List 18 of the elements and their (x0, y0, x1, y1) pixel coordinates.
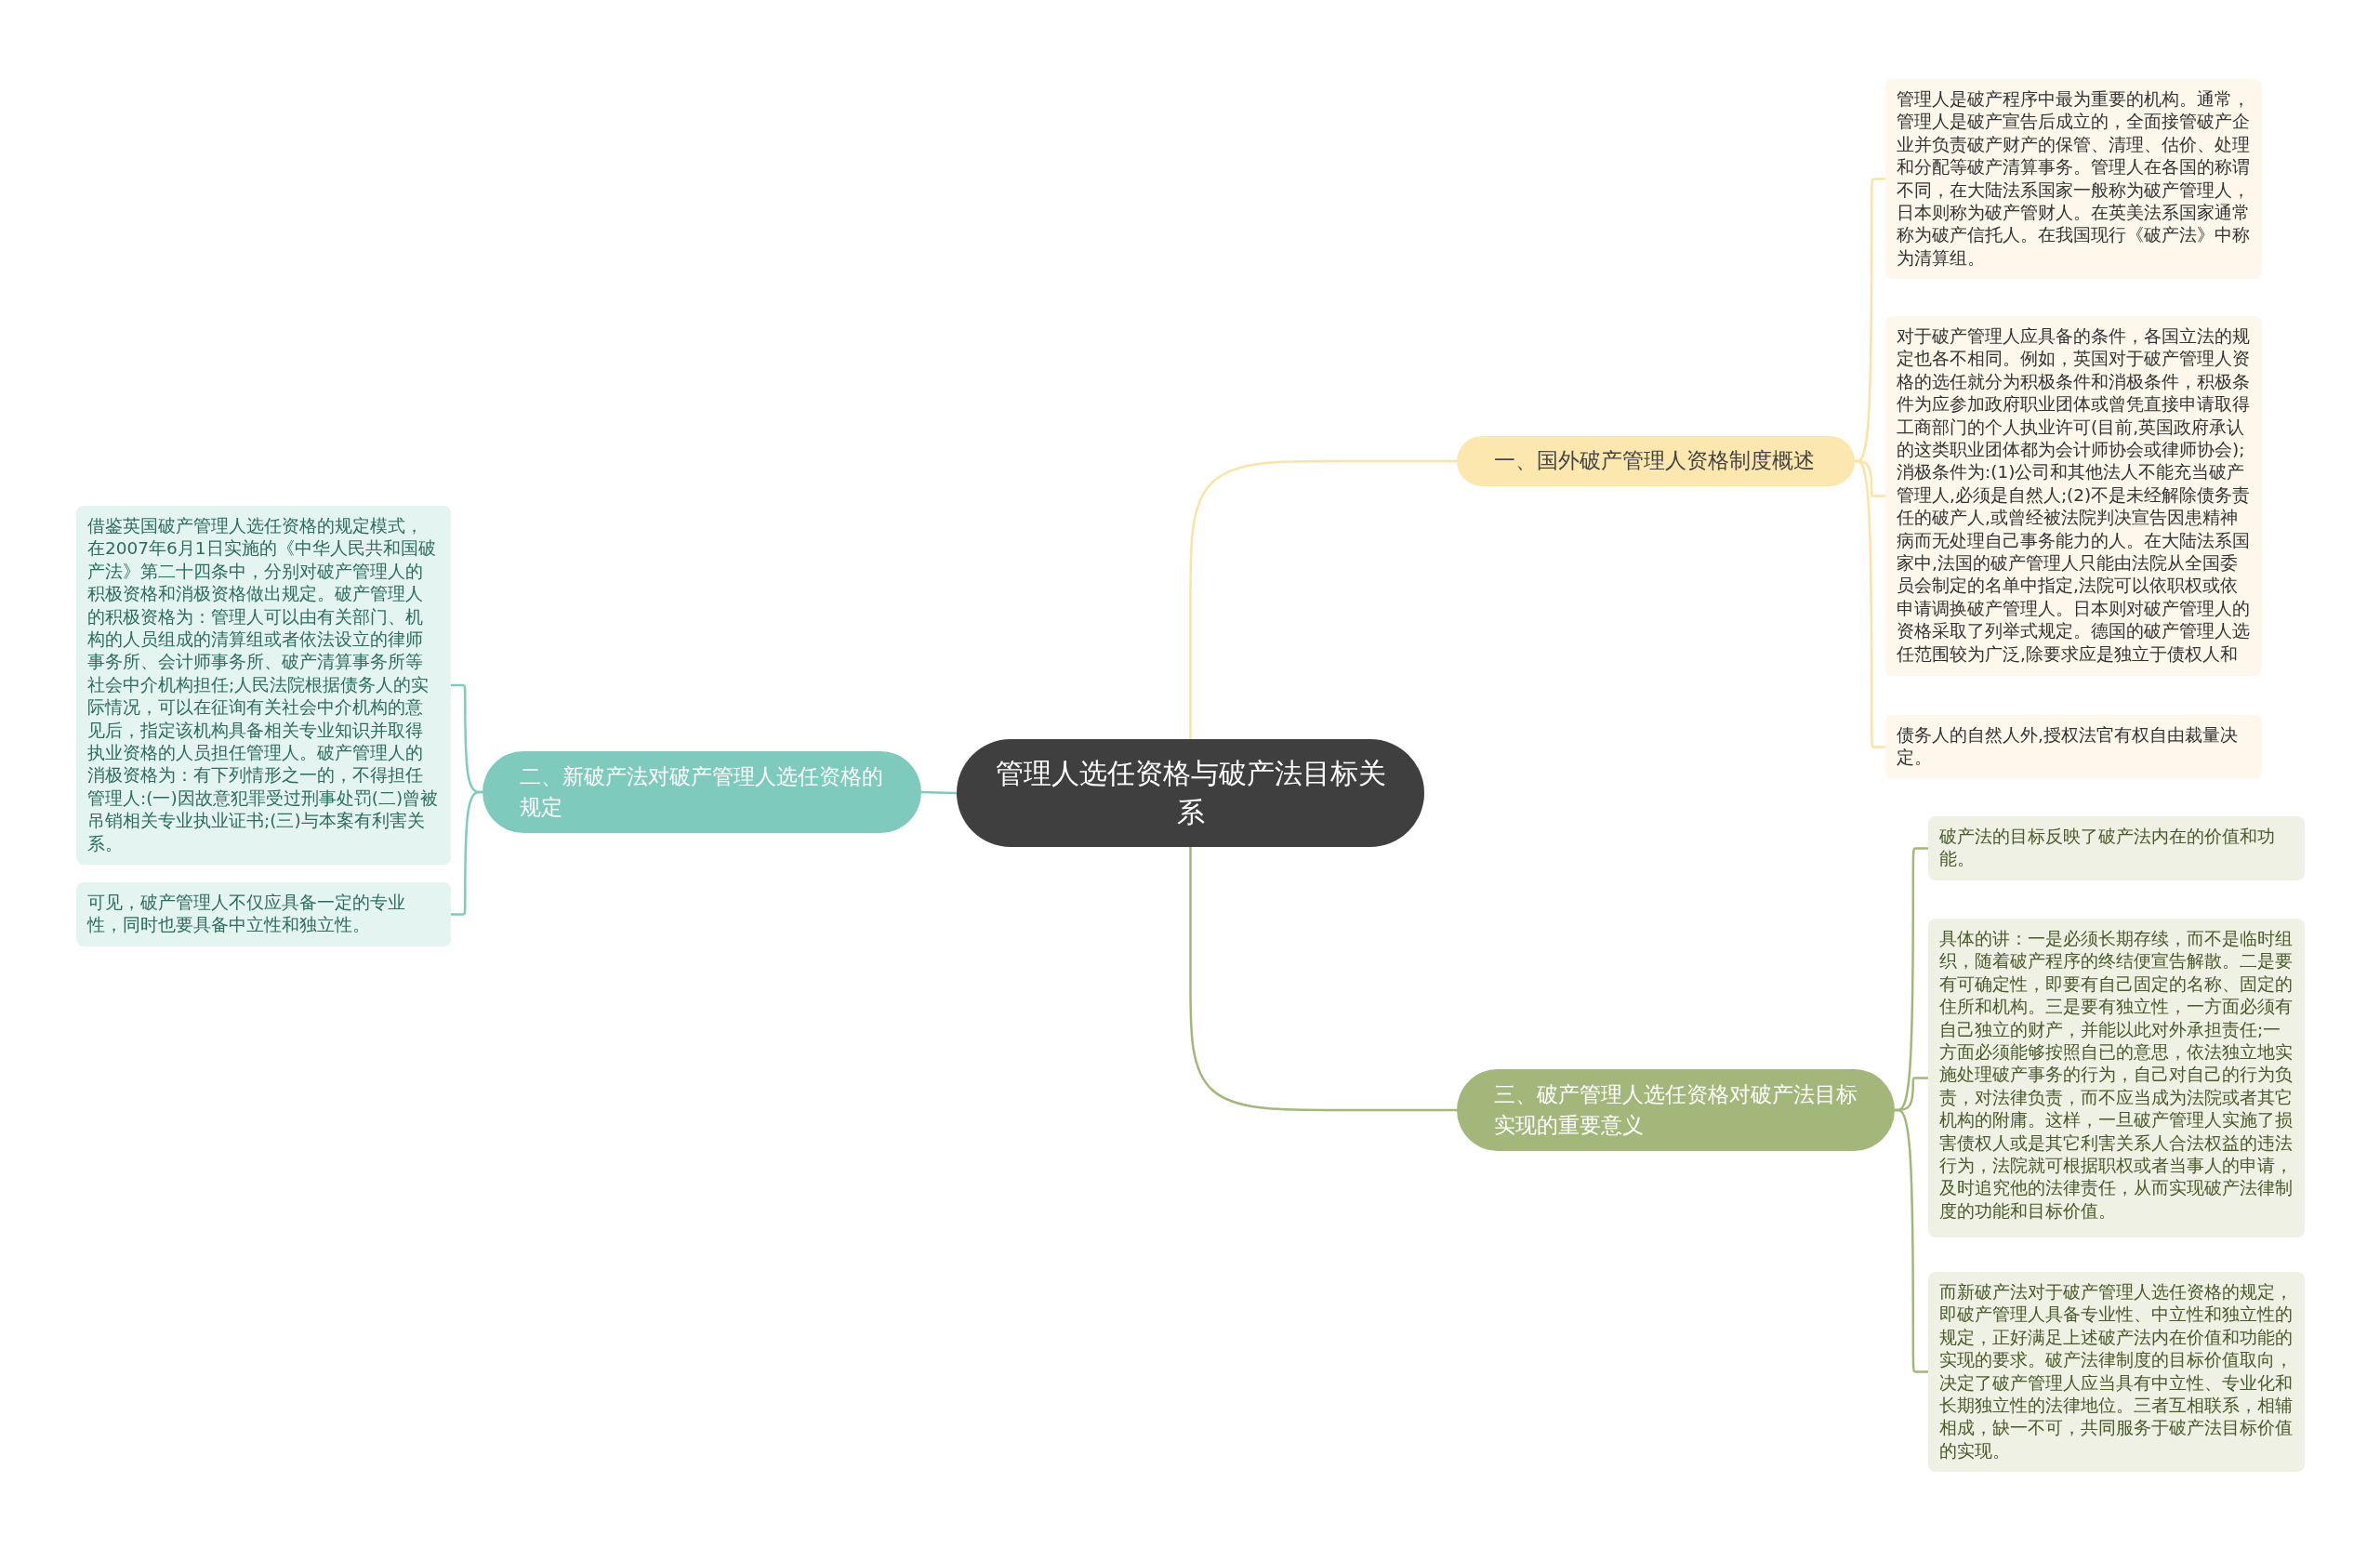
central-topic-node: 管理人选任资格与破产法目标关系 (957, 739, 1424, 847)
detail-text-card: 对于破产管理人应具备的条件，各国立法的规定也各不相同。例如，英国对于破产管理人资格的选任就分为积极条件和消极条件，积极条件为应参加政府职业团体或曾凭直接申请取得工商部门的个人执业许可(目前,英国政府承认的这类职业团体都为会计师协会或律师协会);消极条件为:(1)公司和其他法人不能充当破产管理人,必须是自然人;(2)不是未经解除债务责任的破产人,或曾经被法院判决宣告因患精神病而无处理自己事务能力的人。在大陆法系国家中,法国的破产管理人只能由法院从全国委员会制定的名单中指定,法院可以依职权或依申请调换破产管理人。日本则对破产管理人的资格采取了列举式规定。德国的破产管理人选任范围较为广泛,除要求应是独立于债权人和 (1885, 316, 2262, 676)
connector-line (920, 790, 958, 795)
branch-topic-node: 三、破产管理人选任资格对破产法目标实现的重要意义 (1457, 1069, 1895, 1151)
connector-line (451, 790, 483, 916)
detail-text-card: 管理人是破产程序中最为重要的机构。通常，管理人是破产宣告后成立的，全面接管破产企业并负责破产财产的保管、清理、估价、处理和分配等破产清算事务。管理人在各国的称谓不同，在大陆法系国家一般称为破产管理人，日本则称为破产管财人。在英美法系国家通常称为破产信托人。在我国现行《破产法》中称为清算组。 (1885, 79, 2262, 280)
detail-text-card: 而新破产法对于破产管理人选任资格的规定，即破产管理人具备专业性、中立性和独立性的规定，正好满足上述破产法内在价值和功能的实现的要求。破产法律制度的目标价值取向，决定了破产管理人应当具有中立性、专业化和长期独立性的法律地位。三者互相联系，相辅相成，缺一不可，共同服务于破产法目标价值的实现。 (1928, 1272, 2305, 1473)
branch-topic-node: 一、国外破产管理人资格制度概述 (1457, 436, 1855, 486)
branch-topic-node: 二、新破产法对破产管理人选任资格的规定 (483, 751, 921, 833)
detail-text-card: 具体的讲：一是必须长期存续，而不是临时组织，随着破产程序的终结便宣告解散。二是要有可确定性，即要有自己固定的名称、固定的住所和机构。三是要有独立性，一方面必须有自己独立的财产，并能以此对外承担责任;一方面必须能够按照自已的意思，依法独立地实施处理破产事务的行为，自己对自己的行为负责，对法律负责，而不应当成为法院或者其它机构的附庸。这样，一旦破产管理人实施了损害债权人或是其它利害关系人合法权益的违法行为，法院就可根据职权或者当事人的申请，及时追究他的法律责任，从而实现破产法律制度的功能和目标价值。 (1928, 919, 2305, 1237)
connector-line (1895, 1108, 1928, 1373)
detail-text-card: 债务人的自然人外,授权法官有权自由裁量决定。 (1885, 715, 2262, 779)
detail-text-card: 可见，破产管理人不仅应具备一定的专业性，同时也要具备中立性和独立性。 (76, 882, 451, 946)
connector-line (1855, 459, 1885, 748)
connector-line (1189, 459, 1457, 739)
detail-text-card: 借鉴英国破产管理人选任资格的规定模式，在2007年6月1日实施的《中华人民共和国破产法》第二十四条中，分别对破产管理人的积极资格和消极资格做出规定。破产管理人的积极资格为：管理人可以由有关部门、机构的人员组成的清算组或者依法设立的律师事务所、会计师事务所、破产清算事务所等社会中介机构担任;人民法院根据债务人的实际情况，可以在征询有关社会中介机构的意见后，指定该机构具备相关专业知识并取得执业资格的人员担任管理人。破产管理人的消极资格为：有下列情形之一的，不得担任管理人:(一)因故意犯罪受过刑事处罚(二)曾被吊销相关专业执业证书;(三)与本案有利害关系。 (76, 506, 451, 866)
connector-line (1189, 847, 1457, 1112)
detail-text-card: 破产法的目标反映了破产法内在的价值和功能。 (1928, 816, 2305, 880)
